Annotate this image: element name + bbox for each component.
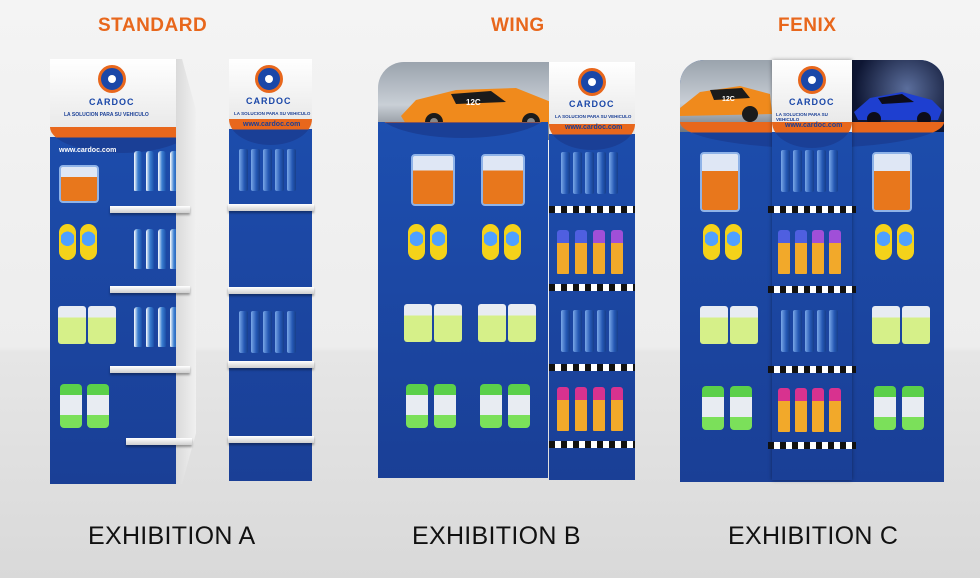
product-mitt <box>60 384 82 428</box>
fenix-center-tower: CARDOC LA SOLUCION PARA SU VEHICULO www.… <box>772 60 852 480</box>
standard-right-tower: CARDOC LA SOLUCION PARA SU VEHICULO www.… <box>229 59 312 481</box>
brand-tagline: LA SOLUCION PARA SU VEHICULO <box>64 112 149 118</box>
brand-tagline: LA SOLUCION PARA SU VEHICULO <box>555 114 632 119</box>
brand-name: CARDOC <box>89 97 135 107</box>
checkered-shelf <box>549 364 635 371</box>
shelf <box>110 366 190 373</box>
caption-exhibition-a: EXHIBITION A <box>88 522 256 550</box>
car-badge: 12C <box>466 98 481 107</box>
brand-name: CARDOC <box>569 99 615 109</box>
brand-tagline: LA SOLUCION PARA SU VEHICULO <box>776 112 828 122</box>
standard-left-panel: CARDOC LA SOLUCION PARA SU VEHICULO www.… <box>50 59 183 484</box>
brand-name: CARDOC <box>789 97 835 107</box>
shelf <box>228 436 314 443</box>
checkered-shelf <box>768 442 856 449</box>
checkered-shelf <box>549 284 635 291</box>
car-badge: 12C <box>722 96 735 103</box>
cardoc-logo-icon <box>798 66 826 94</box>
sports-car-icon <box>680 86 772 122</box>
shelf <box>110 206 190 213</box>
product-sponge <box>80 224 97 260</box>
shelf <box>228 204 314 211</box>
cardoc-logo-icon <box>98 65 126 93</box>
product-cloth <box>58 306 86 344</box>
shelf <box>228 287 314 294</box>
brand-website: www.cardoc.com <box>785 122 843 129</box>
checkered-shelf <box>549 441 635 448</box>
brand-website: www.cardoc.com <box>565 124 623 131</box>
blue-car-icon <box>854 92 942 126</box>
product-mitt <box>87 384 109 428</box>
shelf <box>126 438 192 445</box>
product-sponge <box>59 224 76 260</box>
caption-exhibition-c: EXHIBITION C <box>728 522 899 550</box>
brand-name: CARDOC <box>246 96 292 106</box>
caption-exhibition-b: EXHIBITION B <box>412 522 581 550</box>
checkered-shelf <box>549 206 635 213</box>
cardoc-logo-icon <box>578 68 606 96</box>
shelf <box>110 286 190 293</box>
cardoc-logo-icon <box>255 65 283 93</box>
wing-main-panel <box>378 122 548 478</box>
product-pack <box>59 165 99 203</box>
brand-website: www.cardoc.com <box>243 121 301 128</box>
display-heading-standard: STANDARD <box>98 15 208 36</box>
wing-center-tower: CARDOC LA SOLUCION PARA SU VEHICULO www.… <box>549 62 635 480</box>
product-cloth <box>88 306 116 344</box>
checkered-shelf <box>768 286 856 293</box>
display-heading-fenix: FENIX <box>778 15 837 36</box>
display-heading-wing: WING <box>491 15 545 36</box>
shelf <box>228 361 314 368</box>
standard-side-wing <box>176 59 196 484</box>
checkered-shelf <box>768 366 856 373</box>
checkered-shelf <box>768 206 856 213</box>
brand-tagline: LA SOLUCION PARA SU VEHICULO <box>234 111 311 116</box>
brand-website: www.cardoc.com <box>59 147 117 154</box>
